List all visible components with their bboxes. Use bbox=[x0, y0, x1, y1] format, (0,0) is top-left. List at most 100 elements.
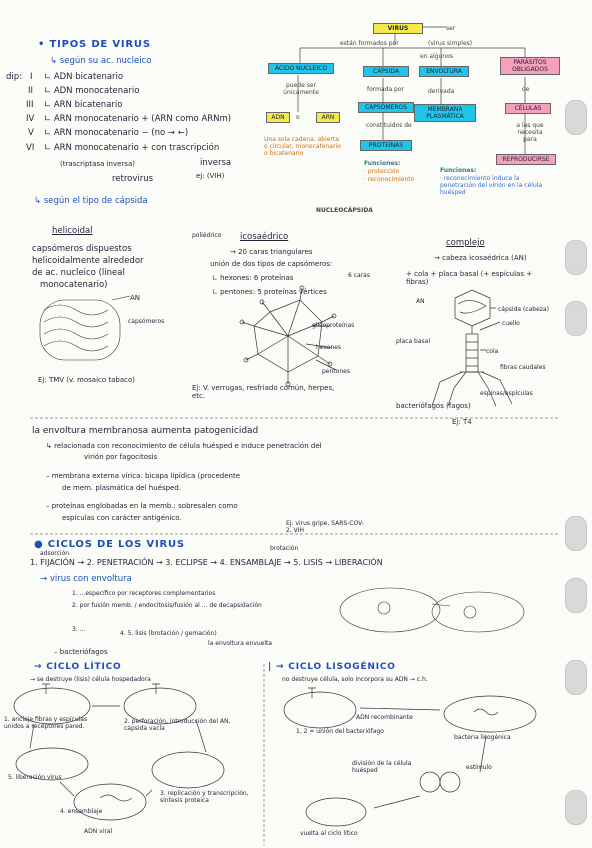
lisogenico-l1: 1, 2 = unión del bacteriófago bbox=[296, 728, 384, 735]
label-algunos: en algunos bbox=[420, 53, 453, 60]
comp-label-cuello: cuello bbox=[502, 320, 520, 327]
litico-s4: 4. ensamblaje bbox=[60, 808, 103, 815]
dip-label: dip: bbox=[6, 72, 23, 82]
note-trascriptasa: (trascriptasa inversa) bbox=[60, 160, 135, 168]
lisogenico-sub: no destruye célula, solo incorpora su AD… bbox=[282, 676, 428, 683]
type-num: VI bbox=[26, 143, 35, 153]
envoltura-l5: – proteínas englobadas en la memb.: sobr… bbox=[46, 502, 238, 510]
icosahedral-sketch bbox=[239, 285, 337, 387]
node-acido: ÁCIDO NUCLEICO bbox=[268, 63, 334, 74]
ico-desc2: unión de dos tipos de capsómeros: bbox=[210, 260, 333, 268]
node-proteinas: PROTEÍNAS bbox=[360, 140, 412, 151]
label-o: o bbox=[296, 114, 300, 121]
node-envoltura: ENVOLTURA bbox=[419, 66, 469, 77]
type-text: ∟ ADN bicatenario bbox=[44, 72, 124, 82]
subtitle-acido: ↳ según su ac. nucleico bbox=[50, 56, 152, 66]
envoltura-ej: Ej: virus gripe, SARS-COV-2, VIH bbox=[286, 520, 365, 534]
envoltura-l2: virión por fagocitosis bbox=[84, 453, 158, 461]
envoltura-fn: · reconocimiento induce la penetración d… bbox=[440, 175, 543, 196]
node-reproducirse: REPRODUCIRSE bbox=[496, 154, 556, 165]
bacteriofagos: bacteriófagos (fagos) bbox=[396, 402, 471, 410]
helicoidal-desc: monocatenario) bbox=[40, 280, 108, 290]
bacteriofagos-heading: – bacteriófagos bbox=[54, 648, 108, 656]
comp-label-fibras: fibras caudales bbox=[500, 364, 546, 371]
capsida-fn1: · protección bbox=[364, 168, 400, 175]
lisogenico-l6: vuelta al ciclo lítico bbox=[300, 830, 358, 837]
type-num: V bbox=[28, 128, 34, 138]
env-step5: la envoltura envuelta bbox=[208, 640, 273, 647]
envelope-cycle-sketch bbox=[339, 587, 525, 633]
helicoidal-desc: capsómeros dispuestos bbox=[32, 244, 132, 254]
litico-adn: ADN viral bbox=[84, 828, 113, 835]
lisogenico-l4: división de la célula huésped bbox=[352, 760, 412, 774]
env-step1: 1. ...específico por receptores compleme… bbox=[72, 590, 216, 597]
env-step3: 3. ... bbox=[72, 626, 86, 633]
acido-desc: Una sola cadena, abierta o circular, mon… bbox=[264, 136, 341, 157]
helicoidal-desc: de ac. nucleico (lineal bbox=[32, 268, 125, 278]
ico-label-glico: glicoproteínas bbox=[312, 322, 355, 329]
node-capsida: CÁPSIDA bbox=[363, 66, 409, 77]
label-constituidos: constituidos de bbox=[366, 122, 412, 129]
label-brotacion: brotación bbox=[270, 545, 299, 552]
label-necesita: a las que necesita para bbox=[516, 122, 544, 143]
type-text: ∟ ARN monocatenario + con trascripción bbox=[44, 143, 220, 153]
label-poliedrico: poliédrico bbox=[192, 232, 222, 239]
type-num: II bbox=[28, 86, 34, 96]
punch-hole bbox=[565, 516, 587, 551]
envoltura-l3: – membrana externa vírica: bicapa lipídi… bbox=[46, 472, 241, 480]
label-simples: (virus simples) bbox=[428, 40, 473, 47]
label-de: de bbox=[522, 86, 530, 93]
section-title-tipos: • TIPOS DE VIRUS bbox=[38, 39, 151, 50]
lisogenico-l3: bacteria lisogénica bbox=[454, 734, 511, 741]
capsida-fn2: · reconocimiento bbox=[364, 176, 415, 183]
comp-label-placa: placa basal bbox=[396, 338, 430, 345]
envoltura-l4: de mem. plasmática del huésped. bbox=[62, 484, 182, 492]
node-capsomeros: CAPSÓMEROS bbox=[358, 102, 414, 113]
punch-hole bbox=[565, 240, 587, 275]
type-text: ∟ ADN monocatenario bbox=[44, 86, 140, 96]
title-ciclo-litico: → CICLO LÍTICO bbox=[34, 662, 122, 672]
type-num: I bbox=[30, 72, 33, 82]
node-virus: VIRUS bbox=[373, 23, 423, 34]
ciclo-steps: 1. FIJACIÓN → 2. PENETRACIÓN → 3. ECLIPS… bbox=[30, 558, 383, 567]
note-inversa: inversa bbox=[200, 158, 232, 168]
lisogenico-l5: estímulo bbox=[466, 764, 492, 771]
ico-pentones: ∟ pentones: 5 proteínas vértices bbox=[212, 288, 327, 296]
virus-envoltura: → virus con envoltura bbox=[40, 574, 132, 584]
node-parasitos: PARÁSITOS OBLIGADOS bbox=[500, 57, 560, 75]
litico-s5: 5. liberación virus bbox=[8, 774, 62, 781]
helical-virus-sketch bbox=[39, 295, 131, 361]
type-num: III bbox=[26, 100, 34, 110]
ico-hexones: ∟ hexones: 6 proteínas bbox=[212, 274, 294, 282]
punch-hole bbox=[565, 660, 587, 695]
concept-map-lines bbox=[297, 26, 526, 154]
comp-label-capsida: cápsida (cabeza) bbox=[498, 306, 549, 313]
litico-s1: 1. anclaje fibras y espículas unidos a r… bbox=[4, 716, 88, 730]
label-adsorcion: adsorción bbox=[40, 550, 70, 557]
bacteriophage-sketch bbox=[431, 289, 513, 407]
ej-t4: Ej: T4 bbox=[452, 418, 472, 426]
node-membrana: MEMBRANA PLASMÁTICA bbox=[414, 104, 476, 122]
label-formada: formada por bbox=[367, 86, 405, 93]
ej-ico: Ej: V. verrugas, resfriado común, herpes… bbox=[192, 384, 335, 400]
note-vih: ej: (VIH) bbox=[196, 172, 225, 180]
punch-hole bbox=[565, 100, 587, 135]
helicoidal-desc: helicoidalmente alrededor bbox=[32, 256, 144, 266]
type-text: ∟ ARN monocatenario + (ARN como ARNm) bbox=[44, 114, 232, 124]
litico-sub: → se destruye (lisis) célula hospedadora bbox=[30, 676, 151, 683]
envoltura-fn-title: Funciones: bbox=[440, 167, 477, 174]
envoltura-l6: espículas con carácter antigénico. bbox=[62, 514, 182, 522]
complejo-cabeza: → cabeza icosaédrica (AN) bbox=[434, 254, 527, 262]
heading-icosaedrico: icosaédrico bbox=[240, 232, 289, 242]
section-title-envoltura: la envoltura membranosa aumenta patogeni… bbox=[32, 426, 259, 436]
type-num: IV bbox=[26, 114, 35, 124]
ico-hexones-note: 6 caras bbox=[348, 272, 370, 279]
label-formados: están formados por bbox=[340, 40, 399, 47]
label-puede: puede ser únicamente bbox=[283, 82, 319, 96]
section-title-ciclos: ● CICLOS DE LOS VIRUS bbox=[34, 539, 185, 550]
punch-hole bbox=[565, 578, 587, 613]
label-an: AN bbox=[130, 294, 141, 302]
lysogenic-cycle-sketch bbox=[283, 687, 537, 827]
